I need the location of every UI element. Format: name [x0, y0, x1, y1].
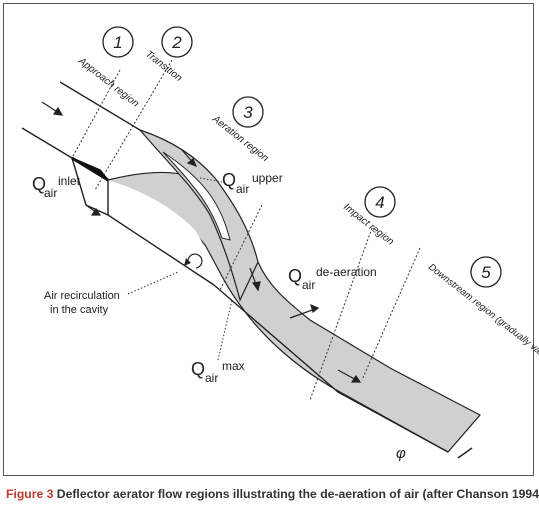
slope-angle-phi: φ	[396, 445, 406, 462]
recirculation-label-line2: in the cavity	[50, 304, 109, 316]
chute-walls	[21, 81, 473, 459]
recirculation-icon	[187, 253, 203, 269]
svg-text:air: air	[44, 186, 57, 200]
svg-text:upper: upper	[252, 171, 283, 185]
region-1-number: 1	[113, 33, 122, 52]
figure-number: Figure 3	[6, 487, 54, 501]
upper-jet-region	[138, 128, 259, 302]
cavity-region	[108, 180, 214, 285]
region-1-label: Approach region	[75, 55, 141, 110]
q-air-upper-label: Q air upper	[222, 170, 283, 196]
svg-text:de-aeration: de-aeration	[316, 265, 377, 279]
region-number-circles: 1 2 3 4 5	[102, 26, 502, 288]
svg-text:max: max	[222, 359, 245, 373]
caption-text: Deflector aerator flow regions illustrat…	[56, 487, 539, 501]
q-air-max-label: Q air max	[191, 359, 245, 385]
flow-arrows	[41, 101, 362, 383]
flow-diagram: 1 2 3 4 5 Approach region Transition Aer…	[21, 26, 539, 462]
svg-text:Q: Q	[288, 266, 302, 286]
q-air-inlet-label: Q air inlet	[32, 174, 81, 200]
q-air-deaeration-label: Q air de-aeration	[288, 265, 377, 292]
region-4-number: 4	[375, 193, 384, 212]
svg-text:Q: Q	[32, 174, 46, 194]
region-boundaries	[71, 59, 421, 401]
leader-lines	[127, 177, 233, 361]
svg-text:Q: Q	[222, 170, 236, 190]
svg-text:Q: Q	[191, 359, 205, 379]
figure-frame	[3, 3, 534, 476]
figure-caption: Figure 3 Deflector aerator flow regions …	[6, 487, 539, 501]
region-5-number: 5	[481, 263, 491, 282]
svg-text:air: air	[205, 371, 218, 385]
region-2-number: 2	[171, 33, 182, 52]
svg-text:air: air	[236, 182, 249, 196]
air-pocket	[162, 151, 231, 241]
svg-text:inlet: inlet	[58, 174, 81, 188]
recirculation-label-line1: Air recirculation	[44, 290, 120, 302]
svg-text:air: air	[302, 278, 315, 292]
region-3-number: 3	[243, 103, 253, 122]
